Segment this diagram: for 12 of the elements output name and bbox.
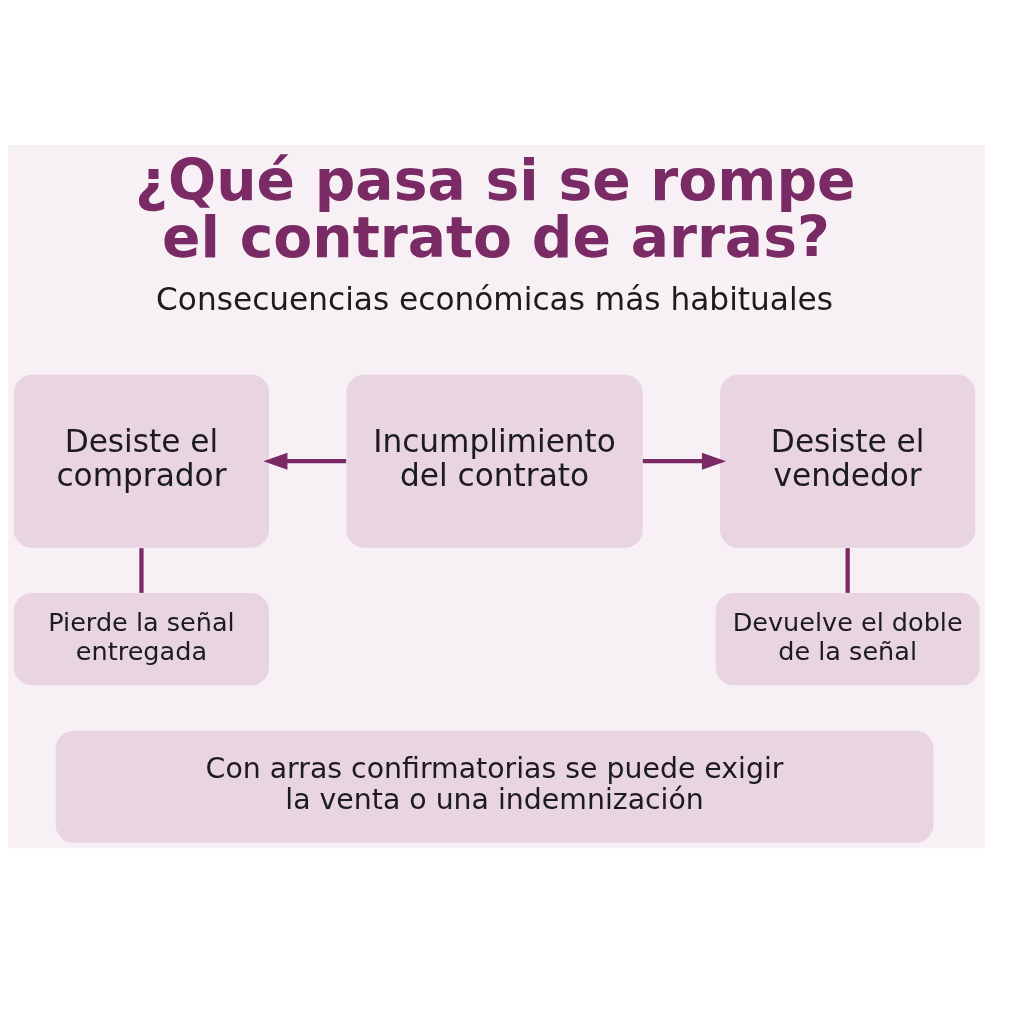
- node-box: Desiste el comprador: [13, 374, 270, 548]
- node-box: Desiste el vendedor: [720, 374, 976, 548]
- node-box: Incumplimiento del contrato: [346, 374, 643, 548]
- label: Consecuencias económicas más habituales: [156, 281, 834, 318]
- diagram-title: ¿Qué pasa si se rompe el contrato de arras?: [135, 147, 856, 271]
- arrow: [642, 452, 727, 470]
- node-box: Pierde la señal entregada: [13, 593, 270, 686]
- arrow: [263, 452, 347, 470]
- node-box: Devuelve el doble de la señal: [715, 593, 980, 686]
- connector: [845, 548, 850, 593]
- connector: [139, 548, 144, 593]
- node-box: Con arras confirmatorias se puede exigir la venta o una indemnización: [55, 730, 934, 843]
